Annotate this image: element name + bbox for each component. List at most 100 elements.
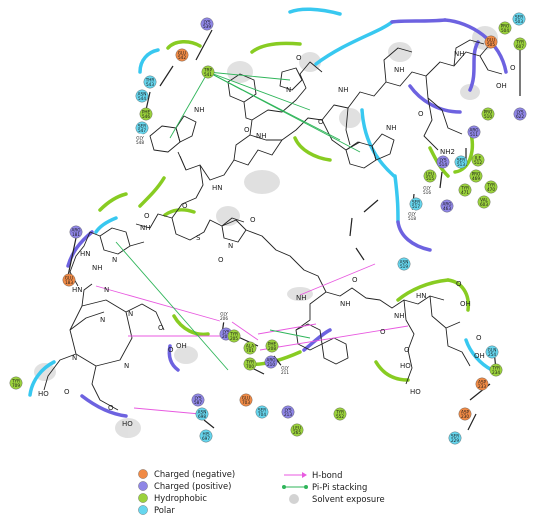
pi-stack-trp541-a (169, 71, 209, 139)
legend-hbond-arrowhead (302, 472, 307, 478)
atom-label: N (124, 362, 129, 370)
atom-label: NH2 (440, 148, 455, 156)
atom-label: O (510, 64, 516, 72)
residue-circle (512, 12, 526, 26)
atom-label: NH (340, 300, 351, 308)
pi-stack-trp541-d (207, 71, 341, 141)
h-bond-asn519 (299, 263, 376, 296)
atom-label: O (380, 328, 386, 336)
residue-circle (423, 169, 437, 183)
residue-circle (485, 345, 499, 359)
atom-label: O (352, 276, 358, 284)
atom-label: O (404, 346, 410, 354)
atom-label: O (168, 346, 174, 354)
residue-circle (143, 75, 157, 89)
residue-circle (281, 405, 295, 419)
atom-label: N (104, 286, 109, 294)
h-bond-phe208 (257, 323, 317, 335)
residue-circle (481, 107, 495, 121)
legend-swatch-hydrophobic (138, 493, 148, 503)
legend-label-positive: Charged (positive) (154, 481, 231, 491)
atom-label: N (228, 242, 233, 250)
atom-label: OH (460, 300, 471, 308)
residue-circle (243, 341, 257, 355)
atom-label: N (286, 86, 291, 94)
residue-circle (200, 17, 214, 31)
residue-circle (69, 225, 83, 239)
h-bond-layer (95, 263, 409, 415)
residue-circle (191, 393, 205, 407)
atom-label: O (182, 202, 188, 210)
legend-label-negative: Charged (negative) (154, 469, 235, 479)
residue-circle (489, 363, 503, 377)
residue-circle (440, 199, 454, 213)
legend-label-solvent: Solvent exposure (312, 494, 385, 504)
atom-label: O (476, 334, 482, 342)
residue-circle (454, 155, 468, 169)
residue-circle (475, 377, 489, 391)
atom-label: HO (400, 362, 411, 370)
legend-pistack-dot-right (304, 485, 308, 489)
atom-label: OH (474, 352, 485, 360)
residue-circle (290, 423, 304, 437)
atom-label: HN (80, 250, 91, 258)
residue-circle (239, 393, 253, 407)
atom-label: O (218, 256, 224, 264)
residue-circle (477, 195, 491, 209)
residue-circle (484, 180, 498, 194)
residue-circle (278, 363, 292, 377)
atom-label: NH (338, 86, 349, 94)
atom-label: HN (416, 292, 427, 300)
residue-circle (458, 183, 472, 197)
pi-stack-trp541-e (207, 71, 291, 81)
residue-circle (9, 376, 23, 390)
residue-circle (405, 209, 419, 223)
atom-label: O (158, 324, 164, 332)
residue-circle (264, 355, 278, 369)
residue-circle (195, 407, 209, 421)
residue-circle (265, 339, 279, 353)
